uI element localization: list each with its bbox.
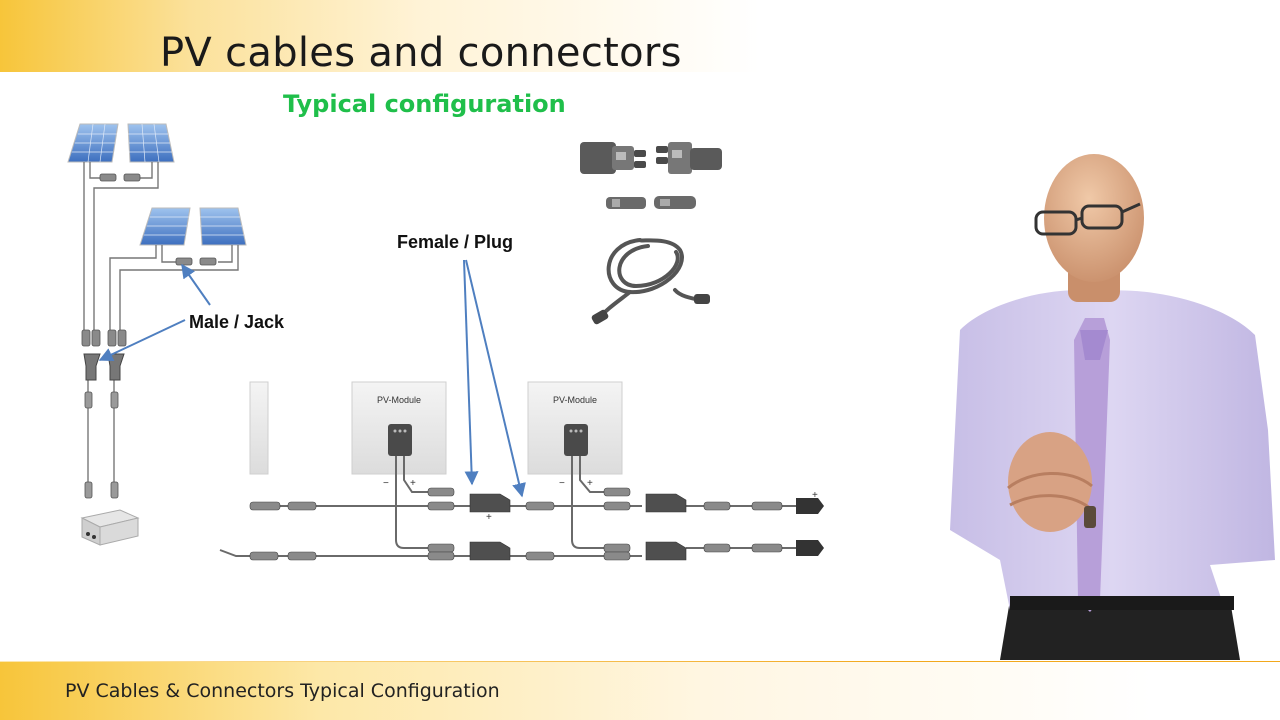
minus-sign: − xyxy=(559,478,565,489)
inline-connector-icon xyxy=(84,391,93,409)
inline-connector-icon xyxy=(603,501,631,511)
inline-connector-icon xyxy=(287,501,317,511)
inline-connector-icon xyxy=(110,481,119,499)
subtitle: Typical configuration xyxy=(283,90,566,118)
inline-connector-icon xyxy=(249,501,281,511)
inline-connector-icon xyxy=(199,257,217,266)
pv-module-box xyxy=(527,381,623,475)
inline-connector-icon xyxy=(591,309,609,325)
inline-connector-icon xyxy=(603,551,631,561)
minus-sign: − xyxy=(383,478,389,489)
inline-connector-icon xyxy=(606,196,696,209)
inline-connector-icon xyxy=(525,501,555,511)
plus-sign: + xyxy=(486,512,492,523)
inline-connector-icon xyxy=(249,551,279,561)
inline-connector-icon xyxy=(427,487,455,497)
inline-connector-icon xyxy=(427,501,455,511)
module-label: PV-Module xyxy=(377,395,421,405)
inline-connector-icon xyxy=(287,551,317,561)
title-band xyxy=(0,0,760,72)
end-plug-icon xyxy=(796,540,824,556)
inline-connector-icon xyxy=(427,543,455,553)
callout-arrow xyxy=(465,259,526,498)
plus-sign: + xyxy=(812,490,818,501)
branch-connector-icon xyxy=(645,493,687,513)
solar-panel-icon xyxy=(67,123,175,163)
page-title: PV cables and connectors xyxy=(160,30,682,76)
callout-arrow xyxy=(181,263,211,306)
inline-connector-icon xyxy=(123,173,141,182)
junction-box-icon xyxy=(564,424,588,456)
branch-connector-icon xyxy=(580,142,646,174)
inline-connector-icon xyxy=(107,329,117,347)
inline-connector-icon xyxy=(703,501,731,511)
inline-connector-icon xyxy=(84,481,93,499)
callout-female-plug: Female / Plug xyxy=(397,232,514,252)
inline-connector-icon xyxy=(525,551,555,561)
plus-sign: + xyxy=(587,478,593,489)
plus-sign: + xyxy=(410,478,416,489)
solar-panel-icon xyxy=(139,207,247,246)
callout-arrow xyxy=(98,319,186,361)
inline-connector-icon xyxy=(703,543,731,553)
inline-connector-icon xyxy=(603,487,631,497)
cable-coil-icon xyxy=(598,238,702,320)
branch-connector-icon xyxy=(469,541,511,561)
inline-connector-icon xyxy=(81,329,91,347)
branch-connector-icon xyxy=(469,493,511,513)
end-plug-icon xyxy=(796,498,824,514)
inline-connector-icon xyxy=(117,329,127,347)
system-wiring xyxy=(83,162,239,495)
inline-connector-icon xyxy=(427,551,455,561)
branch-connector-icon xyxy=(645,541,687,561)
inline-connector-icon xyxy=(175,257,193,266)
module-label: PV-Module xyxy=(553,395,597,405)
pv-module-box-partial xyxy=(249,381,269,475)
junction-box-icon xyxy=(388,424,412,456)
inline-connector-icon xyxy=(91,329,101,347)
junction-box-icon xyxy=(80,509,140,546)
inline-connector-icon xyxy=(751,543,783,553)
branch-connector-icon xyxy=(656,142,722,174)
callout-arrow xyxy=(463,259,479,486)
inline-connector-icon xyxy=(751,501,783,511)
inline-connector-icon xyxy=(603,543,631,553)
presenter-image xyxy=(950,154,1275,660)
inline-connector-icon xyxy=(110,391,119,409)
inline-connector-icon xyxy=(694,294,710,304)
inline-connector-icon xyxy=(99,173,117,182)
callout-male-jack: Male / Jack xyxy=(189,312,285,332)
footer-caption: PV Cables & Connectors Typical Configura… xyxy=(65,680,500,702)
footer-band xyxy=(0,662,1280,720)
